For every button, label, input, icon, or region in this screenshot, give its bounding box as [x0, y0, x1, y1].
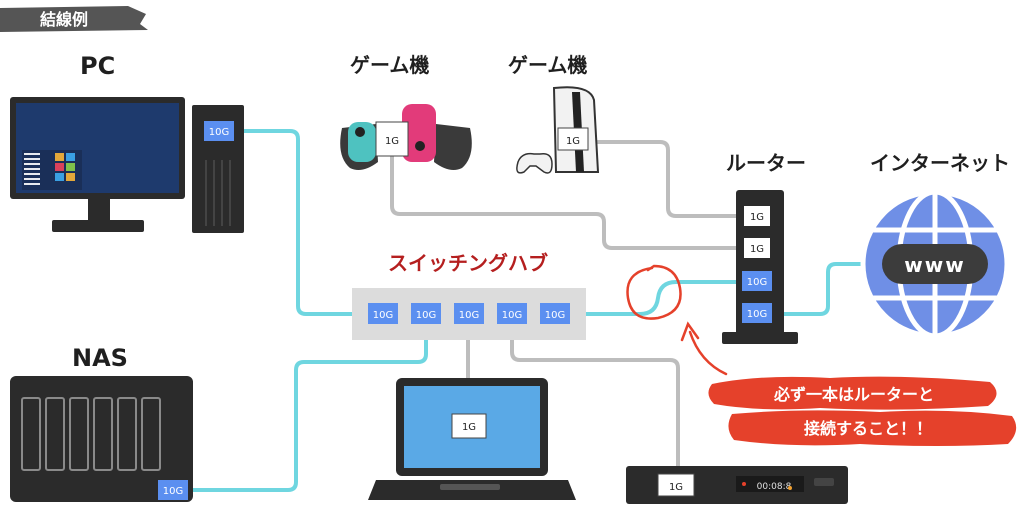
www-badge-text: www: [904, 253, 965, 277]
laptop-port: [451, 413, 487, 439]
cable-hub-router: [570, 280, 744, 316]
cable-game2-router: [574, 140, 744, 218]
nas-device: NAS 10G: [10, 344, 193, 502]
pc-port: [204, 121, 234, 141]
callout-line-1: 必ず一本はルーターと: [773, 385, 934, 404]
cable-game1-router: [390, 148, 744, 250]
hub-label: スイッチングハブ: [388, 251, 548, 275]
highlight-circle: [626, 264, 682, 320]
game2-port-label: 1G: [566, 136, 580, 147]
arrow-head-icon: [680, 321, 700, 342]
router-label: ルーター: [726, 151, 806, 175]
router-port-2: [744, 238, 770, 258]
router-port-2-label: 1G: [750, 244, 764, 255]
laptop-device: 1G: [368, 378, 576, 500]
game1-port-label: 1G: [385, 136, 399, 147]
section-badge-text: 結線例: [40, 10, 88, 29]
recorder-port: [657, 473, 695, 497]
hub-port-2: [411, 303, 441, 324]
controller-icon: [516, 152, 553, 174]
router-icon: [736, 190, 784, 338]
nas-port: [158, 480, 188, 500]
joycon-right-icon: [402, 104, 436, 162]
cable-hub-recorder: [510, 322, 680, 472]
hub-port-4-label: 10G: [502, 310, 522, 321]
router-port-1: [744, 206, 770, 226]
router-port-3-label: 10G: [747, 277, 767, 288]
pc-device: PC 10G: [10, 52, 244, 233]
nas-label: NAS: [72, 344, 128, 372]
router-port-4-label: 10G: [747, 309, 767, 320]
nas-port-label: 10G: [163, 486, 183, 497]
hub-port-4: [497, 303, 527, 324]
hub-port-1-label: 10G: [373, 310, 393, 321]
router-port-4: [742, 303, 772, 323]
section-badge: 結線例: [0, 6, 148, 32]
router-port-3: [742, 271, 772, 291]
pc-label: PC: [80, 52, 115, 80]
laptop-port-label: 1G: [462, 422, 476, 433]
router-device: ルーター 1G 1G 10G 10G: [722, 151, 806, 344]
callout: 必ず一本はルーターと 接続すること！！: [708, 376, 1017, 446]
recorder-display: 00:08:8: [757, 482, 792, 492]
callout-line-2: 接続すること！！: [804, 419, 932, 438]
hub-port-5: [540, 303, 570, 324]
callout-brush-1: [708, 376, 997, 410]
hub-port-3-label: 10G: [459, 310, 479, 321]
cables: [184, 129, 868, 492]
hub-port-1: [368, 303, 398, 324]
hub-port-2-label: 10G: [416, 310, 436, 321]
recorder-device: 1G 00:08:8: [626, 466, 848, 504]
arrow-line: [688, 330, 728, 376]
game2-label: ゲーム機: [508, 53, 587, 77]
hub-port-3: [454, 303, 484, 324]
hub-port-5-label: 10G: [545, 310, 565, 321]
internet-device: インターネット www: [860, 151, 1010, 339]
annotation-highlight: [626, 264, 728, 376]
recorder-port-label: 1G: [669, 482, 683, 493]
game-console-2: ゲーム機 1G: [508, 53, 600, 174]
cable-router-internet: [770, 262, 868, 316]
pc-port-label: 10G: [209, 127, 229, 138]
callout-brush-2: [728, 410, 1017, 446]
router-port-1-label: 1G: [750, 212, 764, 223]
switching-hub: スイッチングハブ 10G 10G 10G 10G 10G: [352, 251, 586, 340]
www-badge: [882, 244, 988, 284]
internet-label: インターネット: [870, 151, 1010, 175]
cable-pc-hub: [228, 129, 370, 316]
cable-nas-hub: [184, 322, 428, 492]
game1-label: ゲーム機: [350, 53, 429, 77]
game-console-1: ゲーム機 1G: [340, 53, 472, 170]
